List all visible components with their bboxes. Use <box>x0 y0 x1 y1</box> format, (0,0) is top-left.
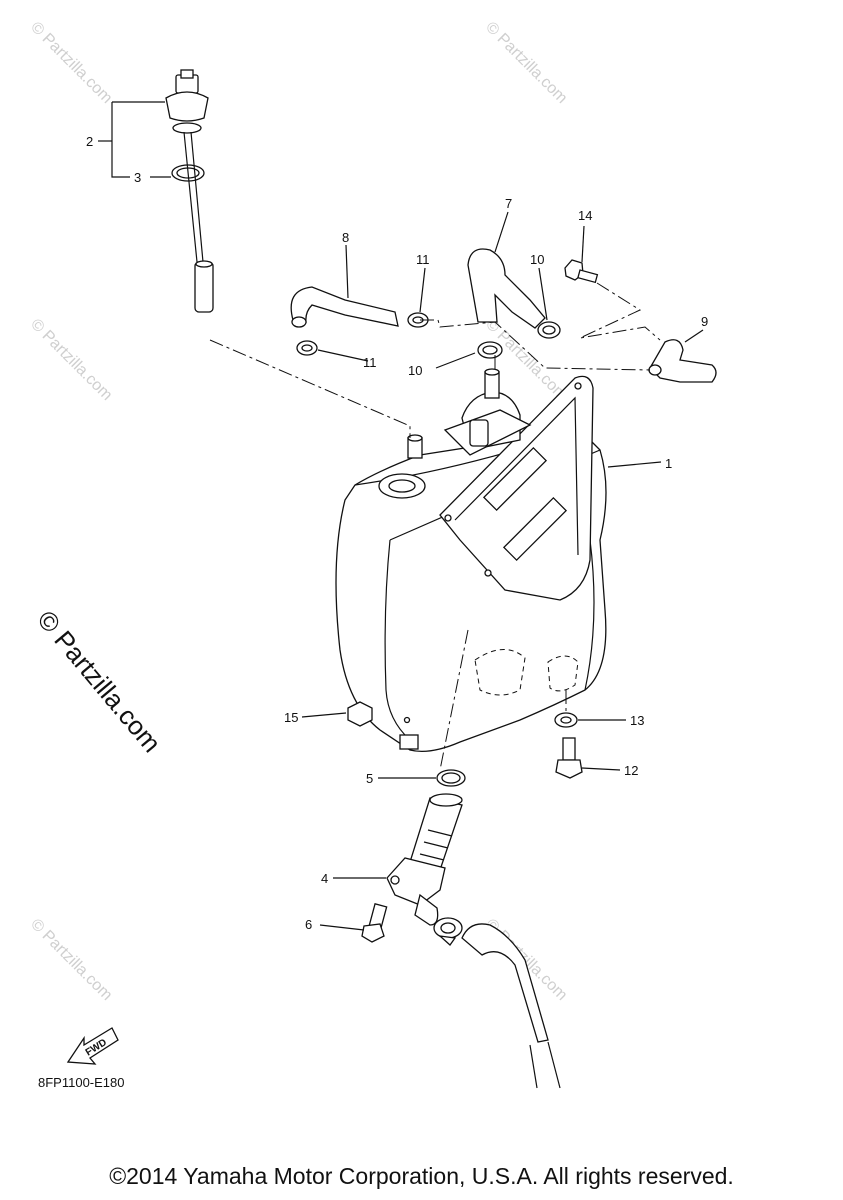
hose-part-8 <box>290 286 399 327</box>
level-sensor-assembly <box>165 69 214 313</box>
watermark-text: © Partzilla.com <box>27 316 115 404</box>
label-part-11: 11 <box>416 252 430 267</box>
diagram-code: 8FP1100-E180 <box>38 1075 125 1090</box>
assembly-dashed-lines <box>209 282 661 771</box>
label-part-6: 6 <box>305 917 312 932</box>
watermark-text: © Partzilla.com <box>27 19 115 107</box>
label-part-11: 11 <box>363 355 377 370</box>
label-part-13: 13 <box>630 713 644 728</box>
o-ring-part-5 <box>436 769 466 787</box>
label-part-10: 10 <box>530 252 544 267</box>
label-part-12: 12 <box>624 763 638 778</box>
label-part-15: 15 <box>284 710 298 725</box>
washer-part-13 <box>554 712 578 728</box>
nut-part-15 <box>347 701 373 727</box>
clamps-part-10 <box>477 321 561 359</box>
outlet-hose <box>433 917 561 1089</box>
label-part-9: 9 <box>701 314 708 329</box>
label-part-7: 7 <box>505 196 512 211</box>
bolt-part-14 <box>564 259 599 284</box>
label-part-14: 14 <box>578 208 592 223</box>
bolt-part-12 <box>555 737 583 779</box>
watermark-text: © Partzilla.com <box>482 19 570 107</box>
label-part-3: 3 <box>134 170 141 185</box>
label-part-1: 1 <box>665 456 672 471</box>
strainer-part-4 <box>386 793 463 926</box>
copyright-notice: ©2014 Yamaha Motor Corporation, U.S.A. A… <box>109 1163 734 1189</box>
watermark-side: © Partzilla.com <box>31 605 167 758</box>
hose-part-7 <box>467 248 546 329</box>
label-part-8: 8 <box>342 230 349 245</box>
clamps-part-11 <box>296 312 429 356</box>
part-labels: 2 3 8 11 11 10 10 7 14 9 1 15 13 12 5 4 … <box>86 134 708 932</box>
label-part-4: 4 <box>321 871 328 886</box>
leader-lines <box>98 101 704 931</box>
label-part-10: 10 <box>408 363 422 378</box>
label-part-2: 2 <box>86 134 93 149</box>
watermark-text: © Partzilla.com <box>27 916 115 1004</box>
fitting-part-9 <box>648 339 717 383</box>
label-part-5: 5 <box>366 771 373 786</box>
oil-tank <box>335 368 607 753</box>
hose-end-icon <box>291 316 307 328</box>
fwd-arrow-icon: FWD <box>66 1027 119 1065</box>
bolt-part-6 <box>361 903 388 943</box>
